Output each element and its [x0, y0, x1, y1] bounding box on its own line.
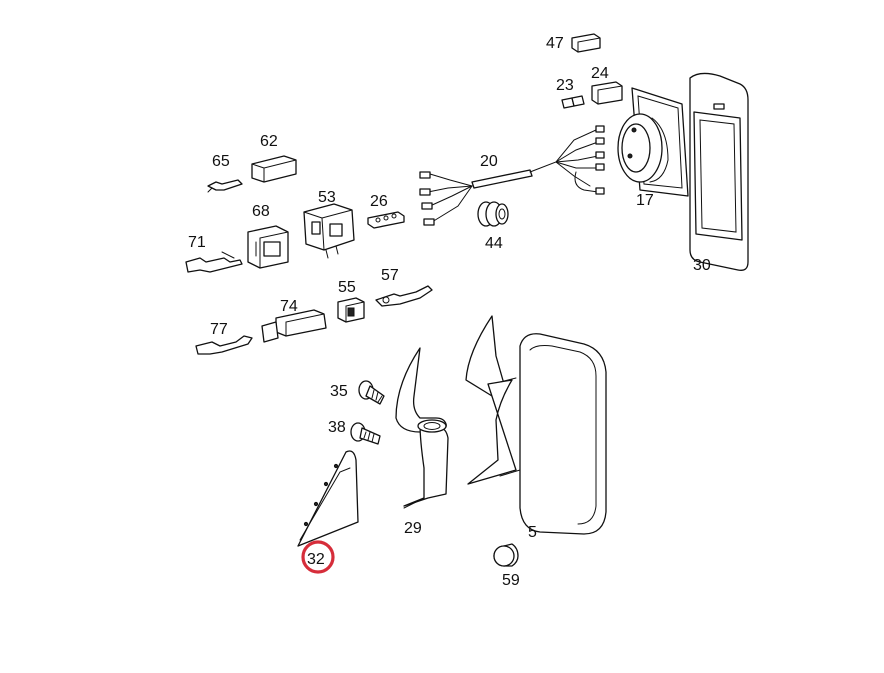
- part-5-mirror-housing[interactable]: [465, 315, 607, 535]
- label-35: 35: [330, 383, 348, 400]
- part-47-clip[interactable]: [571, 33, 601, 53]
- label-74: 74: [280, 298, 298, 315]
- part-30-mirror-glass[interactable]: [689, 72, 749, 271]
- part-68-socket[interactable]: [247, 225, 289, 269]
- label-23: 23: [556, 77, 574, 94]
- label-57: 57: [381, 267, 399, 284]
- highlight-ring-32: [301, 540, 335, 574]
- label-30: 30: [693, 257, 711, 274]
- part-74-coupling[interactable]: [261, 309, 327, 343]
- part-59-plug-cap[interactable]: [493, 543, 519, 567]
- label-32: 32: [307, 551, 325, 568]
- part-71-pin-terminal[interactable]: [185, 251, 243, 273]
- part-29-mirror-arm[interactable]: [395, 347, 449, 509]
- label-26: 26: [370, 193, 388, 210]
- part-20-wiring-harness[interactable]: [419, 125, 605, 226]
- label-17: 17: [636, 192, 654, 209]
- part-44-grommet[interactable]: [477, 201, 509, 227]
- label-71: 71: [188, 234, 206, 251]
- part-57-terminal[interactable]: [375, 285, 433, 307]
- label-77: 77: [210, 321, 228, 338]
- label-68: 68: [252, 203, 270, 220]
- part-32-cover[interactable]: [297, 450, 359, 547]
- label-53: 53: [318, 189, 336, 206]
- part-35-bolt[interactable]: [358, 380, 385, 405]
- part-26-terminal-strip[interactable]: [367, 211, 405, 229]
- label-20: 20: [480, 153, 498, 170]
- part-17-mirror-motor[interactable]: [617, 87, 689, 197]
- part-65-terminal[interactable]: [207, 179, 243, 193]
- part-53-relay-housing[interactable]: [303, 203, 355, 259]
- part-24-connector[interactable]: [591, 81, 623, 105]
- part-23-terminal[interactable]: [561, 95, 585, 109]
- label-24: 24: [591, 65, 609, 82]
- part-62-connector-block[interactable]: [251, 155, 297, 183]
- part-77-pin-terminal[interactable]: [195, 335, 253, 355]
- part-55-plug[interactable]: [337, 297, 365, 323]
- label-65: 65: [212, 153, 230, 170]
- label-47: 47: [546, 35, 564, 52]
- label-62: 62: [260, 133, 278, 150]
- label-29: 29: [404, 520, 422, 537]
- label-55: 55: [338, 279, 356, 296]
- label-5: 5: [528, 524, 537, 541]
- label-44: 44: [485, 235, 503, 252]
- label-38: 38: [328, 419, 346, 436]
- part-38-bolt[interactable]: [350, 422, 381, 445]
- label-59: 59: [502, 572, 520, 589]
